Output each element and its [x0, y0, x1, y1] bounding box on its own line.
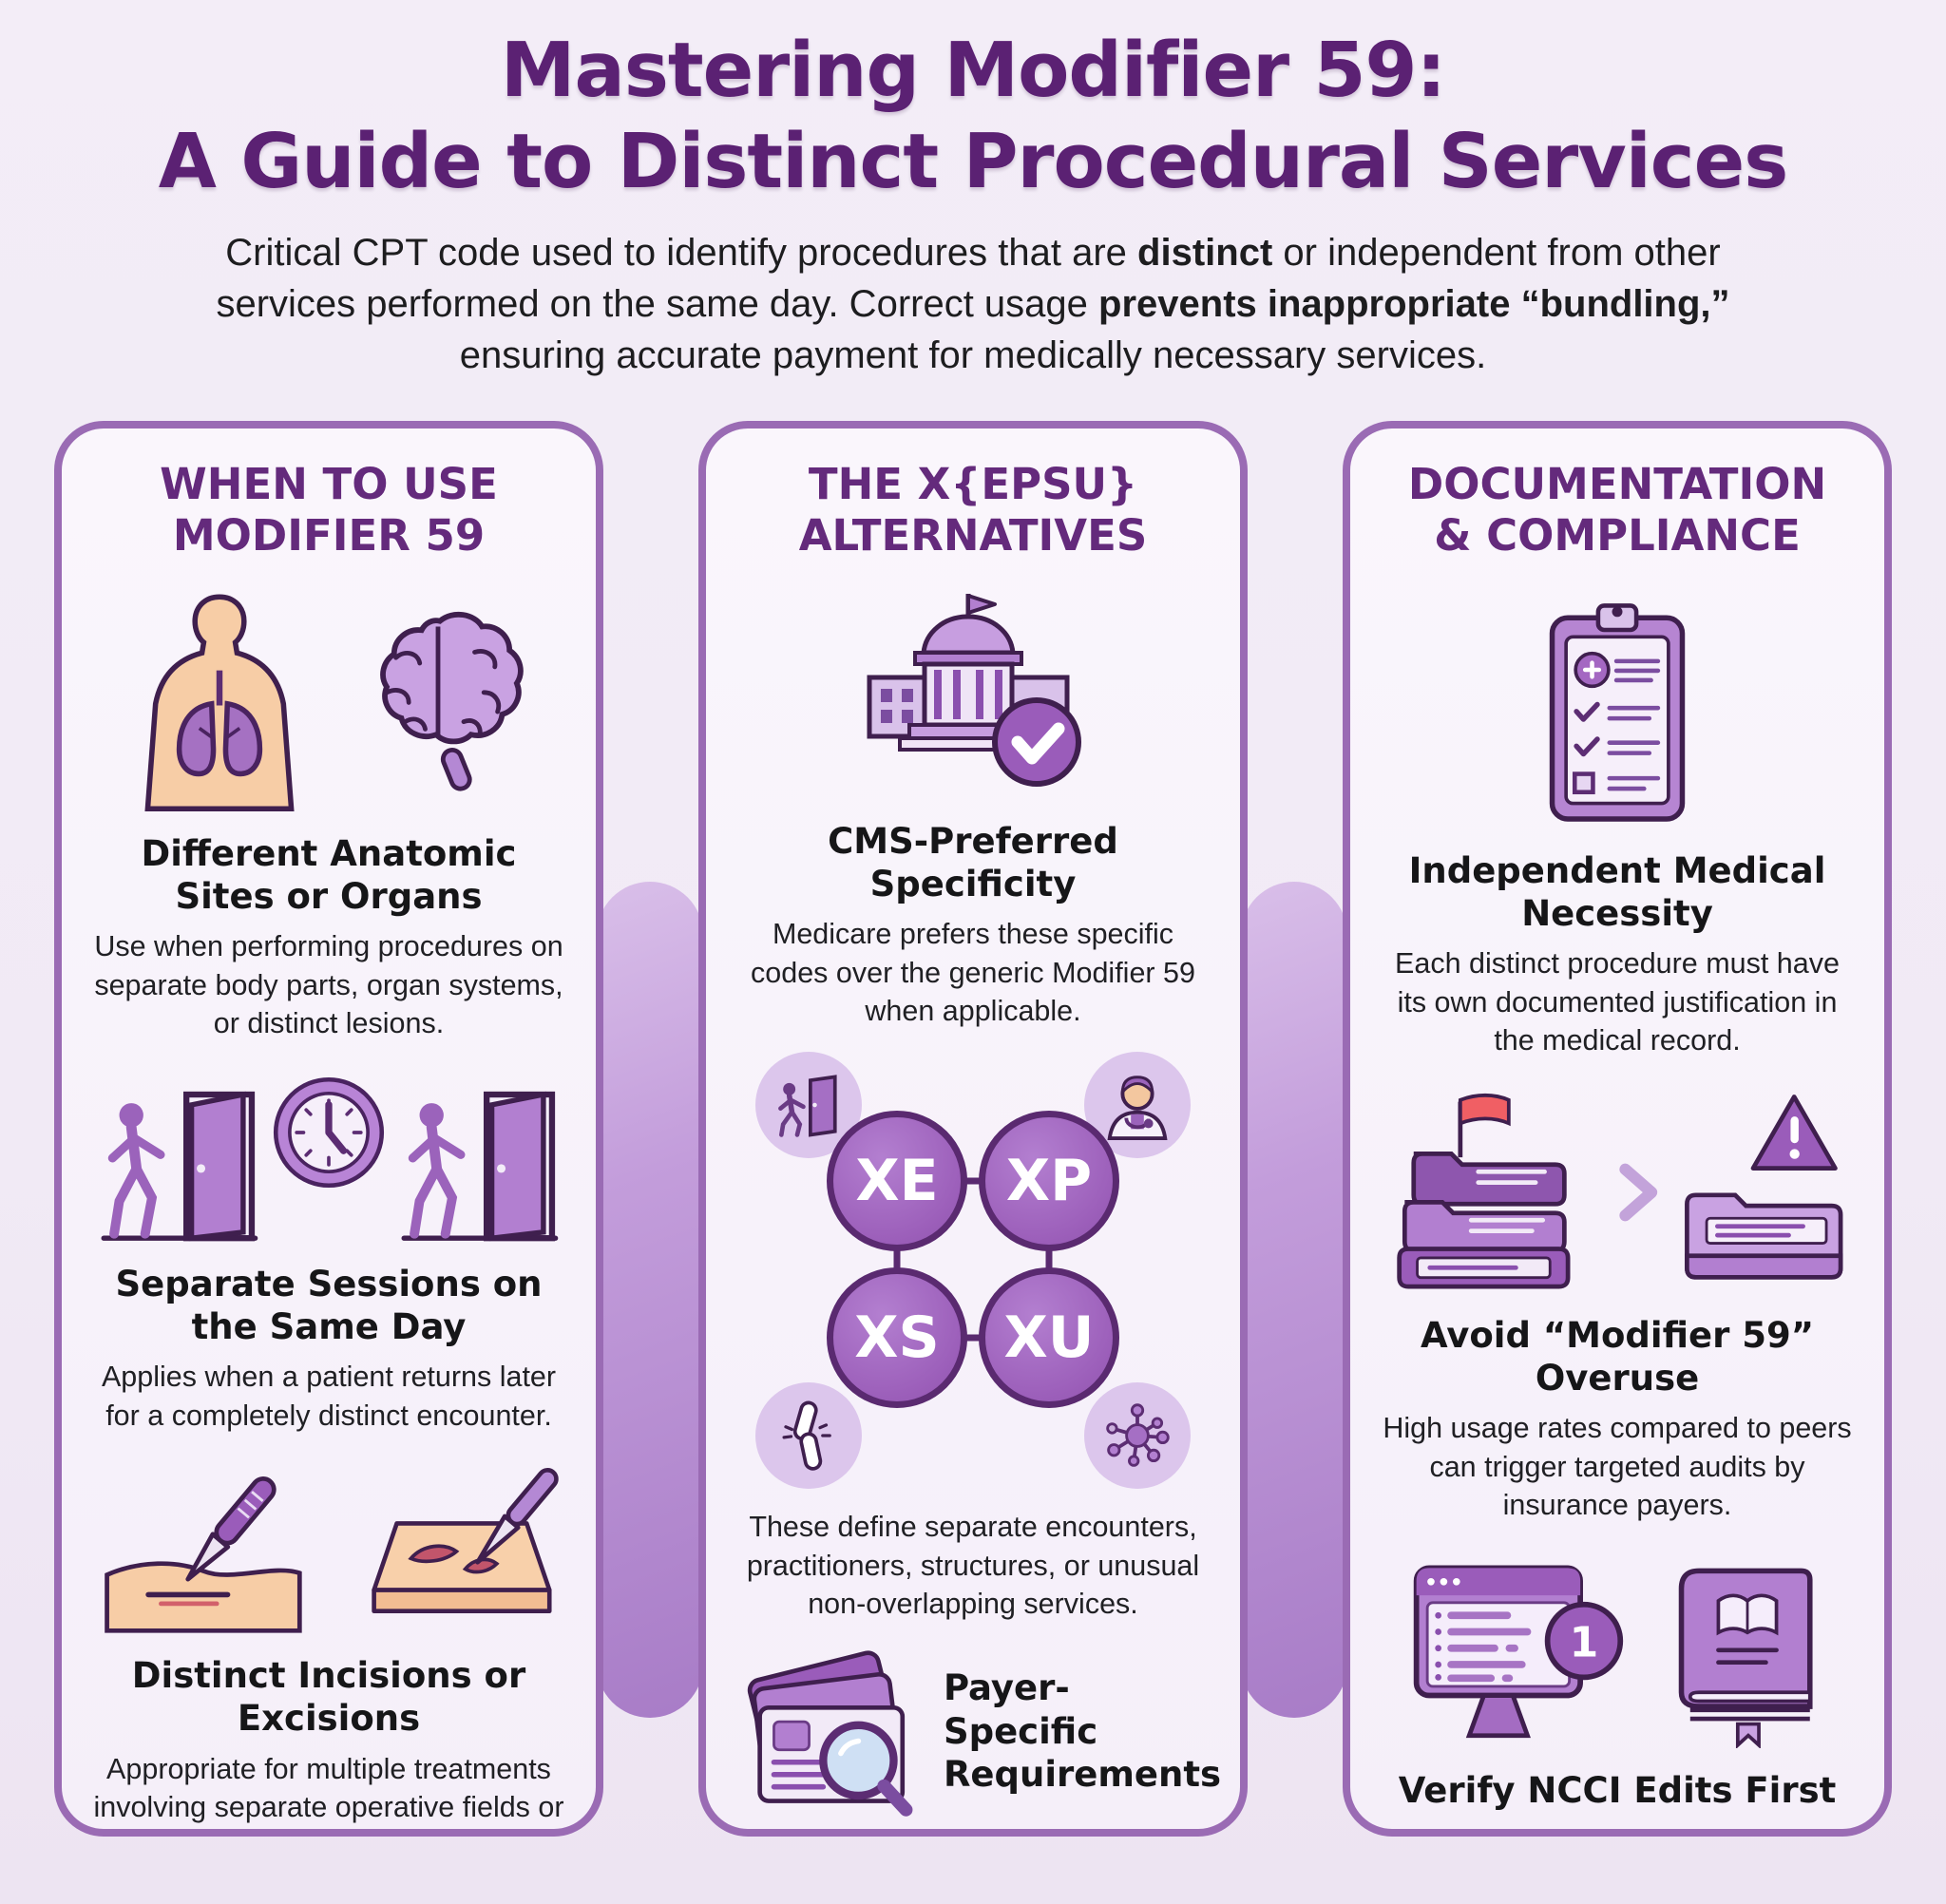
- section-body-anatomic-sites: Use when performing procedures on separa…: [94, 930, 563, 1040]
- badge-1: 1: [1570, 1618, 1599, 1666]
- decorative-ribbon-left: [597, 882, 703, 1718]
- payer-requirements-row: Payer-Specific Requirements: [725, 1639, 1221, 1824]
- ncci-edits-monitor-icon: 1: [1403, 1555, 1631, 1756]
- intro-text: ensuring accurate payment for medically …: [459, 333, 1487, 376]
- cms-icon-row: [854, 584, 1092, 803]
- intro-bold-bundling: prevents inappropriate “bundling,”: [1098, 282, 1730, 325]
- section-title-payer-specific: Payer-Specific Requirements: [943, 1667, 1222, 1795]
- intro-text: Critical CPT code used to identify proce…: [225, 231, 1138, 274]
- person-entering-door-icon: [97, 1072, 260, 1249]
- ncci-icon-row: 1: [1403, 1555, 1831, 1756]
- section-body-avoid-overuse: High usage rates compared to peers can t…: [1383, 1412, 1852, 1522]
- section-body-distinct-incisions: Appropriate for multiple treatments invo…: [93, 1752, 564, 1824]
- section-body-verify-ncci: Only use modifiers to bypass edits if th…: [1377, 1821, 1858, 1829]
- cluster-connector-lines: [893, 1177, 1053, 1342]
- page-title-line2: A Guide to Distinct Procedural Services: [158, 118, 1788, 206]
- incision-pad-icon: [335, 1465, 563, 1641]
- coding-manual-book-icon: [1664, 1558, 1831, 1753]
- section-title-anatomic-sites: Different Anatomic Sites or Organs: [141, 833, 517, 918]
- overuse-icon-row: [1378, 1089, 1857, 1301]
- sessions-icon-row: [97, 1072, 561, 1249]
- section-body-cms-specificity: Medicare prefers these specific codes ov…: [751, 918, 1195, 1028]
- intro-text: or independent from other services perfo…: [216, 231, 1721, 325]
- card3-header: DOCUMENTATION & COMPLIANCE: [1408, 459, 1826, 562]
- id-cards-magnifier-icon: [725, 1639, 930, 1824]
- card-xepsu-alternatives: THE X{EPSU} ALTERNATIVES: [698, 421, 1248, 1837]
- columns-container: WHEN TO USE MODIFIER 59: [0, 421, 1946, 1837]
- clock-icon: [268, 1072, 390, 1198]
- card2-header-line1: THE X{EPSU}: [808, 459, 1138, 509]
- decorative-ribbon-right: [1241, 882, 1347, 1718]
- practitioner-icon: [1084, 1051, 1191, 1158]
- chevron-right-icon: [1615, 1156, 1665, 1233]
- incisions-icon-row: [94, 1465, 563, 1641]
- joint-structure-icon: [755, 1381, 862, 1489]
- flagged-folders-icon: [1378, 1089, 1602, 1301]
- page-title-line1: Mastering Modifier 59:: [500, 27, 1446, 114]
- card-when-to-use-modifier-59: WHEN TO USE MODIFIER 59: [54, 421, 603, 1837]
- section-body-x-definitions: These define separate encounters, practi…: [746, 1510, 1200, 1621]
- scalpel-incision-icon: [94, 1465, 311, 1641]
- title-block: Mastering Modifier 59: A Guide to Distin…: [0, 0, 1946, 381]
- card2-header-line2: ALTERNATIVES: [798, 510, 1148, 561]
- code-circle-xe: XE: [827, 1110, 967, 1251]
- card-documentation-compliance: DOCUMENTATION & COMPLIANCE: [1343, 421, 1892, 1837]
- section-body-separate-sessions: Applies when a patient returns later for…: [101, 1361, 557, 1432]
- card1-header-line2: MODIFIER 59: [172, 510, 486, 561]
- molecule-icon: [1084, 1381, 1191, 1489]
- code-circle-xp: XP: [979, 1110, 1119, 1251]
- card2-header: THE X{EPSU} ALTERNATIVES: [799, 459, 1148, 562]
- page-title: Mastering Modifier 59: A Guide to Distin…: [0, 25, 1946, 208]
- section-title-avoid-overuse: Avoid “Modifier 59” Overuse: [1420, 1314, 1815, 1399]
- card1-header-line1: WHEN TO USE: [160, 459, 498, 509]
- card3-header-line2: & COMPLIANCE: [1434, 510, 1801, 561]
- medical-checklist-clipboard-icon: [1517, 588, 1717, 836]
- x-modifier-cluster: XE XP XS XU: [750, 1048, 1196, 1493]
- card1-header: WHEN TO USE MODIFIER 59: [160, 459, 498, 562]
- anatomy-icon-row: [119, 586, 539, 819]
- card3-header-line1: DOCUMENTATION: [1407, 459, 1827, 509]
- clipboard-icon-row: [1517, 588, 1717, 836]
- warning-folder-icon: [1678, 1089, 1857, 1301]
- human-torso-lungs-icon: [119, 586, 320, 819]
- brain-icon: [337, 603, 539, 803]
- section-title-verify-ncci: Verify NCCI Edits First: [1398, 1769, 1837, 1811]
- section-title-distinct-incisions: Distinct Incisions or Excisions: [131, 1655, 526, 1740]
- section-title-cms-specificity: CMS-Preferred Specificity: [828, 821, 1118, 905]
- section-body-medical-necessity: Each distinct procedure must have its ow…: [1395, 947, 1840, 1057]
- intro-paragraph: Critical CPT code used to identify proce…: [165, 227, 1781, 381]
- code-circle-xs: XS: [827, 1266, 967, 1408]
- section-title-separate-sessions: Separate Sessions on the Same Day: [115, 1263, 543, 1348]
- section-title-medical-necessity: Independent Medical Necessity: [1408, 850, 1826, 935]
- code-circle-xu: XU: [979, 1266, 1119, 1408]
- intro-bold-distinct: distinct: [1137, 231, 1273, 274]
- capitol-building-check-icon: [854, 584, 1092, 803]
- person-entering-door-icon: [397, 1072, 561, 1249]
